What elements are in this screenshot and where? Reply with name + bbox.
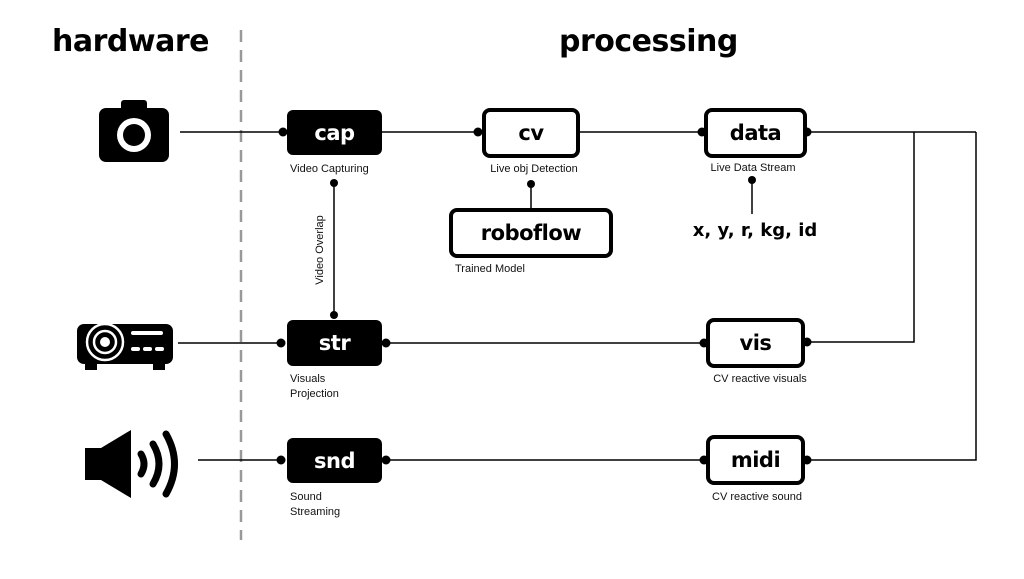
edge-bus-midi xyxy=(807,132,977,461)
caption-snd-line2: Streaming xyxy=(290,506,341,518)
caption-vis: CV reactive visuals xyxy=(713,373,807,385)
node-vis: vis xyxy=(706,318,805,368)
node-roboflow: roboflow xyxy=(449,208,613,258)
port-snd-out xyxy=(381,455,391,465)
node-roboflow-label: roboflow xyxy=(480,221,582,245)
port-cap-down xyxy=(330,179,338,187)
port-data-vars xyxy=(748,176,756,184)
port-cap-in xyxy=(278,127,288,137)
heading-hardware: hardware xyxy=(52,24,209,59)
speaker-icon xyxy=(85,430,178,498)
node-data: data xyxy=(704,108,807,158)
node-midi-label: midi xyxy=(730,448,781,472)
node-str: str xyxy=(287,320,382,366)
caption-data: Live Data Stream xyxy=(710,162,796,174)
projector-icon xyxy=(77,322,173,370)
caption-cap: Video Capturing xyxy=(290,163,369,175)
edge-bus-vis xyxy=(807,132,915,343)
node-cap-label: cap xyxy=(314,120,355,145)
port-snd-in xyxy=(276,455,286,465)
node-midi: midi xyxy=(706,435,805,485)
node-cv: cv xyxy=(482,108,580,158)
caption-roboflow: Trained Model xyxy=(455,263,525,275)
node-str-label: str xyxy=(318,331,351,355)
camera-icon xyxy=(99,100,169,162)
data-fields-text: x, y, r, kg, id xyxy=(692,220,818,241)
caption-cv: Live obj Detection xyxy=(490,163,578,175)
node-vis-label: vis xyxy=(739,331,772,355)
node-cv-label: cv xyxy=(518,121,544,145)
port-str-up xyxy=(330,311,338,319)
node-data-label: data xyxy=(729,121,782,145)
node-snd-label: snd xyxy=(314,448,355,473)
node-cap: cap xyxy=(287,110,382,155)
caption-str-line2: Projection xyxy=(290,388,339,400)
port-str-out xyxy=(381,338,391,348)
port-str-in xyxy=(276,338,286,348)
port-roboflow xyxy=(527,180,535,188)
caption-snd-line1: Sound xyxy=(290,491,322,503)
heading-processing: processing xyxy=(559,24,738,59)
caption-midi: CV reactive sound xyxy=(712,491,802,503)
port-cv-in xyxy=(473,127,483,137)
caption-str-line1: Visuals xyxy=(290,373,326,385)
edge-label-video-overlap: Video Overlap xyxy=(314,215,326,285)
node-snd: snd xyxy=(287,438,382,483)
